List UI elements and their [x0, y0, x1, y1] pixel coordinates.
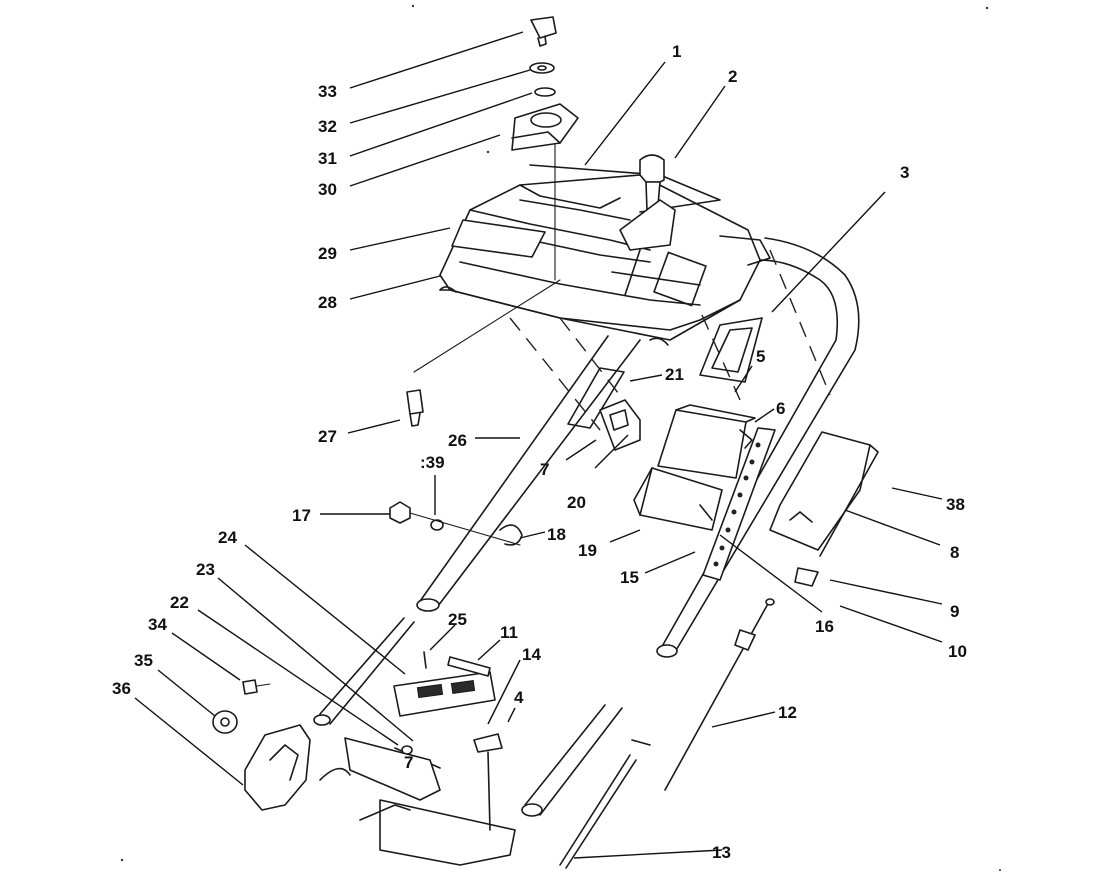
leader-lines: [134, 31, 943, 859]
part-35-bushing: [212, 710, 238, 734]
assembly-line: [509, 317, 601, 431]
callout-27: 27: [318, 427, 337, 446]
part-17-nut: [389, 501, 411, 524]
part-6-box: [657, 404, 756, 479]
callout-10: 10: [948, 642, 967, 661]
callout-39: :39: [420, 453, 445, 472]
part-30-bracket: [511, 103, 579, 151]
callout-29: 29: [318, 244, 337, 263]
callout-1: 1: [672, 42, 681, 61]
part-26-handle-left: [416, 335, 641, 612]
callout-25: 25: [448, 610, 467, 629]
part-24-plate: [393, 671, 496, 717]
part-31-ring: [534, 87, 556, 97]
callout-24: 24: [218, 528, 237, 547]
assembly-line: [769, 249, 831, 396]
part-20-switch: [599, 399, 641, 451]
part-13-rod: [559, 739, 651, 869]
part-handle-lower-left: [313, 617, 415, 726]
callout-4: 4: [514, 688, 524, 707]
callout-21: 21: [665, 365, 684, 384]
part-32-washer: [529, 62, 555, 74]
part-36-bracket: [244, 724, 311, 811]
callout-8: 8: [950, 543, 959, 562]
speck-dots: [120, 4, 1001, 871]
callout-18: 18: [547, 525, 566, 544]
callout-2: 2: [728, 67, 737, 86]
part-18-clip: [499, 524, 523, 546]
callout-9: 9: [950, 602, 959, 621]
callout-16: 16: [815, 617, 834, 636]
part-handle-lower-mid: [521, 704, 623, 817]
part-frame-lower: [319, 737, 516, 866]
callout-32: 32: [318, 117, 337, 136]
callout-6: 6: [776, 399, 785, 418]
callout-12: 12: [778, 703, 797, 722]
part-19-bracket: [633, 467, 723, 531]
callout-11: 11: [500, 623, 518, 642]
callout-36: 36: [112, 679, 131, 698]
part-8-cover: [769, 431, 879, 557]
assembly-line: [559, 317, 623, 399]
callout-labels: 33 32 31 30 29 28 1 2 3 5 6 21 7 20 19 1…: [112, 42, 967, 862]
part-12-cable: [664, 598, 775, 791]
bolt-axis: [409, 512, 521, 546]
callout-14: 14: [522, 645, 541, 664]
part-29-decal: [451, 219, 546, 258]
callout-3: 3: [900, 163, 909, 182]
part-2-shift-lever: [619, 154, 676, 296]
part-34-bolt: [242, 679, 271, 695]
callout-38: 38: [946, 495, 965, 514]
callout-26: 26: [448, 431, 467, 450]
callout-23: 23: [196, 560, 215, 579]
part-11-bolt: [447, 656, 491, 677]
callout-22: 22: [170, 593, 189, 612]
callout-31: 31: [318, 149, 337, 168]
part-15-strap: [702, 427, 776, 581]
callout-15: 15: [620, 568, 639, 587]
callout-28: 28: [318, 293, 337, 312]
callout-17: 17: [292, 506, 311, 525]
callout-35: 35: [134, 651, 153, 670]
callout-30: 30: [318, 180, 337, 199]
part-25-screw: [423, 651, 427, 669]
callout-34: 34: [148, 615, 167, 634]
part-3-handle-right: [656, 237, 860, 658]
callout-7: 7: [540, 460, 549, 479]
callout-19: 19: [578, 541, 597, 560]
cable-27: [413, 279, 561, 373]
callout-5: 5: [756, 347, 765, 366]
assembly-line: [701, 314, 741, 401]
callout-13: 13: [712, 843, 731, 862]
part-39-washer: [430, 519, 444, 531]
part-5-plate: [699, 317, 763, 383]
callout-20: 20: [567, 493, 586, 512]
part-33-cap: [530, 16, 557, 47]
part-9-clip: [794, 567, 819, 587]
callout-33: 33: [318, 82, 337, 101]
part-28-control-panel: [439, 174, 771, 346]
part-1-label: [529, 164, 721, 213]
part-14-block: [473, 733, 503, 831]
callout-7-lower: 7: [404, 753, 413, 772]
part-27-plug: [406, 389, 424, 427]
